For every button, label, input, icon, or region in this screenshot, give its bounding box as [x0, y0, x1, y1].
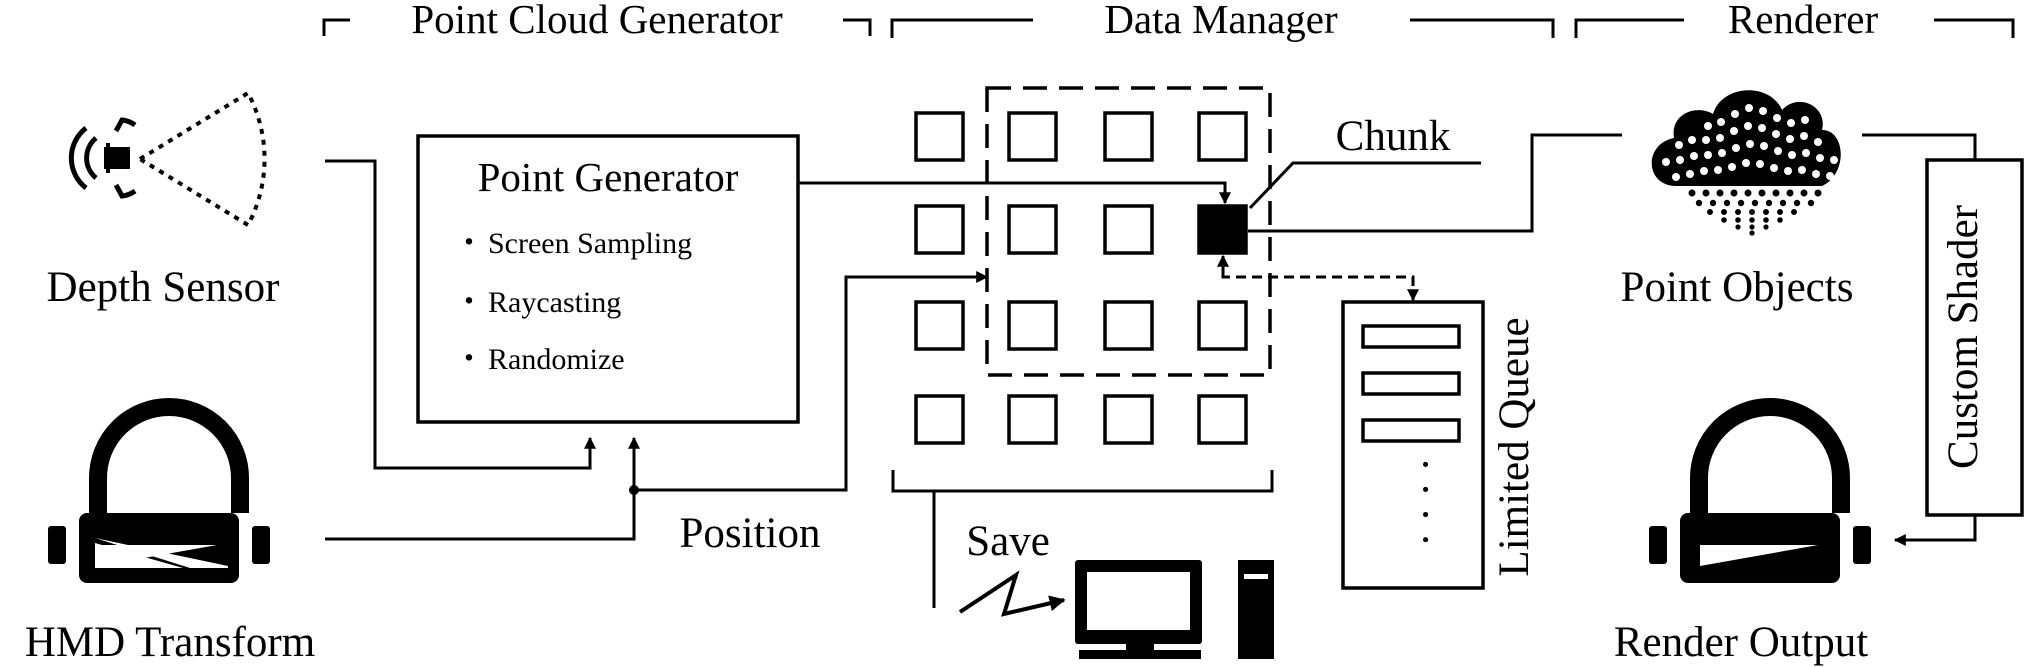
- chunk-cell: [914, 111, 965, 162]
- vr-headset-icon: [48, 398, 270, 583]
- chunk-label: Chunk: [1336, 113, 1451, 160]
- connector-chunk-to-point-objects: [1248, 133, 1622, 233]
- hmd-transform-label: HMD Transform: [25, 619, 315, 666]
- section-title-renderer: Renderer: [1728, 0, 1879, 42]
- computer-icon: [1075, 560, 1274, 659]
- chunk-cell: [1007, 394, 1058, 445]
- connector-position-to-grid: [634, 271, 989, 492]
- section-header-data-manager: Data Manager: [890, 0, 1555, 42]
- connector-depth-sensor-to-generator: [325, 159, 596, 470]
- chunk-cell: [1197, 300, 1248, 351]
- chunk-cell: [1103, 300, 1154, 351]
- point-generator-bullet: ・: [454, 343, 484, 376]
- chunk-cell: [1007, 111, 1058, 162]
- section-title-point-cloud-generator: Point Cloud Generator: [411, 0, 783, 42]
- point-generator-box: [416, 134, 800, 424]
- point-generator-item-raycasting: Raycasting: [488, 286, 621, 319]
- depth-sensor-icon: [68, 90, 267, 228]
- chunk-cell: [1007, 204, 1058, 255]
- section-header-renderer: Renderer: [1574, 0, 2015, 42]
- point-generator-item-screen-sampling: Screen Sampling: [488, 227, 692, 260]
- active-chunk-cell: [1197, 204, 1248, 255]
- chunk-cell: [914, 394, 965, 445]
- queue-item: [1361, 418, 1461, 443]
- chunk-cell: [914, 300, 965, 351]
- limited-queue: · · · ·: [1341, 300, 1485, 590]
- chunk-cell: [1007, 300, 1058, 351]
- vr-headset-icon: [1649, 398, 1871, 583]
- connector-hmd-to-generator: [325, 436, 640, 541]
- point-cloud-icon: [1651, 90, 1841, 236]
- connector-shader-to-output: [1893, 515, 1977, 546]
- chunk-leader-line: [1248, 161, 1481, 210]
- depth-sensor-label: Depth Sensor: [47, 264, 280, 311]
- connector-point-objects-to-shader: [1862, 133, 1977, 160]
- connector-chunk-to-queue: [1217, 254, 1419, 302]
- custom-shader-label: Custom Shader: [1940, 205, 1987, 469]
- chunk-cell: [1103, 111, 1154, 162]
- point-generator-bullet: ・: [454, 227, 484, 260]
- section-header-point-cloud-generator: Point Cloud Generator: [322, 0, 872, 42]
- connector-generator-to-chunk: [798, 181, 1231, 205]
- chunk-cell: [1197, 111, 1248, 162]
- chunk-cell: [914, 204, 965, 255]
- chunk-cell: [1103, 204, 1154, 255]
- queue-container: [1341, 300, 1485, 590]
- queue-item: [1361, 371, 1461, 396]
- limited-queue-label: Limited Queue: [1491, 317, 1538, 576]
- point-generator-bullet: ・: [454, 286, 484, 319]
- section-title-data-manager: Data Manager: [1104, 0, 1338, 42]
- queue-ellipsis: · · · ·: [1401, 457, 1448, 547]
- render-output-label: Render Output: [1614, 619, 1868, 666]
- point-generator-item-randomize: Randomize: [488, 343, 625, 376]
- point-objects-label: Point Objects: [1621, 264, 1854, 311]
- position-label: Position: [680, 510, 821, 557]
- lightning-bolt-icon: [958, 570, 1066, 617]
- chunk-cell: [1197, 394, 1248, 445]
- chunk-grid: [914, 111, 1248, 445]
- save-label: Save: [966, 518, 1050, 565]
- queue-item: [1361, 324, 1461, 349]
- point-generator-title: Point Generator: [478, 154, 739, 200]
- chunk-cell: [1103, 394, 1154, 445]
- grid-bracket: [891, 470, 1274, 493]
